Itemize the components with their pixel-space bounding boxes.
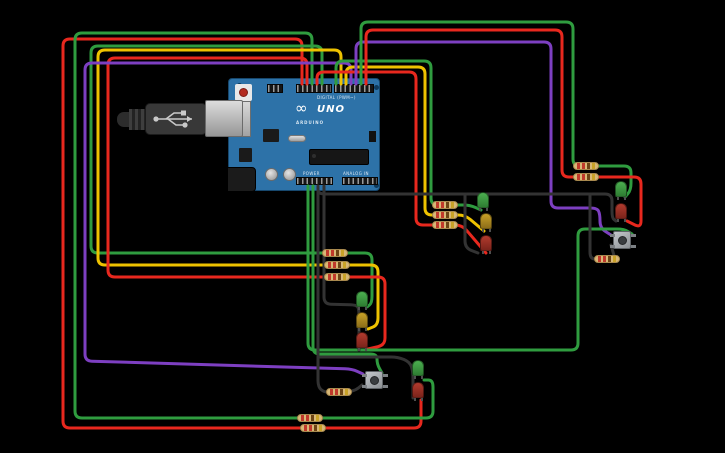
digital-header-right[interactable] xyxy=(334,84,374,93)
mounting-hole xyxy=(374,85,379,90)
wire-right-button-resistor[interactable] xyxy=(609,243,617,261)
digital-header-mid[interactable] xyxy=(296,84,332,93)
usb-cable-tip[interactable] xyxy=(117,112,131,127)
arduino-logo-icon: ∞ xyxy=(295,99,308,117)
wire-red-bottom-red-led[interactable] xyxy=(61,37,423,430)
analog-header[interactable] xyxy=(342,177,378,185)
capacitor xyxy=(265,168,278,181)
reset-button-cap xyxy=(239,88,248,97)
wire-purple-right-button[interactable] xyxy=(354,40,613,237)
wire-bottom-button-resistor[interactable] xyxy=(346,383,364,394)
arduino-uno-board[interactable]: ∞ UNO ARDUINO DIGITAL (PWM~) POWER ANALO… xyxy=(221,78,380,192)
wire-purple-bottom-button[interactable] xyxy=(83,61,365,376)
board-model-label: UNO xyxy=(317,104,345,115)
wire-red-right-led[interactable] xyxy=(364,28,643,228)
power-header[interactable] xyxy=(296,177,333,185)
usb-cable-connector[interactable] xyxy=(205,100,243,137)
wire-5v-green[interactable] xyxy=(306,184,634,352)
wire-green-right-led[interactable] xyxy=(359,20,633,199)
mounting-hole xyxy=(374,183,379,188)
wire-gnd-bottom-leds[interactable] xyxy=(316,355,415,400)
wire-gnd-trafficlight-b[interactable] xyxy=(463,192,480,255)
icsp-header xyxy=(369,131,376,142)
wire-gnd-right-resistor[interactable] xyxy=(588,192,602,261)
voltage-regulator xyxy=(239,148,252,162)
digital-label: DIGITAL (PWM~) xyxy=(317,95,356,100)
usb-icon xyxy=(153,110,192,128)
wire-red-trafficlight-b[interactable] xyxy=(315,70,488,255)
atmega-chip xyxy=(309,149,369,165)
wire-gnd-trafficlight-a[interactable] xyxy=(322,184,361,352)
reset-button[interactable] xyxy=(235,84,252,101)
digital-header-left[interactable] xyxy=(267,84,283,93)
wire-3v3-green[interactable] xyxy=(311,184,384,375)
board-brand-label: ARDUINO xyxy=(296,120,324,125)
wire-yellow-trafficlight-b[interactable] xyxy=(344,65,486,233)
crystal-oscillator xyxy=(288,135,306,142)
power-label: POWER xyxy=(303,171,320,176)
wire-yellow-trafficlight-a[interactable] xyxy=(96,48,380,331)
wire-green-trafficlight-b[interactable] xyxy=(334,59,483,212)
power-jack xyxy=(227,167,256,192)
wire-green-trafficlight-a[interactable] xyxy=(89,44,374,309)
analog-label: ANALOG IN xyxy=(343,171,369,176)
wire-red-trafficlight-a[interactable] xyxy=(106,56,387,351)
wire-gnd-bottom-resistor[interactable] xyxy=(316,188,332,394)
usb-cable-strain-relief[interactable] xyxy=(129,109,147,130)
chip-notch xyxy=(312,154,316,158)
usb-cable-plug[interactable] xyxy=(145,103,207,135)
wire-green-bottom-green-led[interactable] xyxy=(73,31,435,420)
capacitor xyxy=(283,168,296,181)
usb-controller-chip xyxy=(263,129,279,142)
